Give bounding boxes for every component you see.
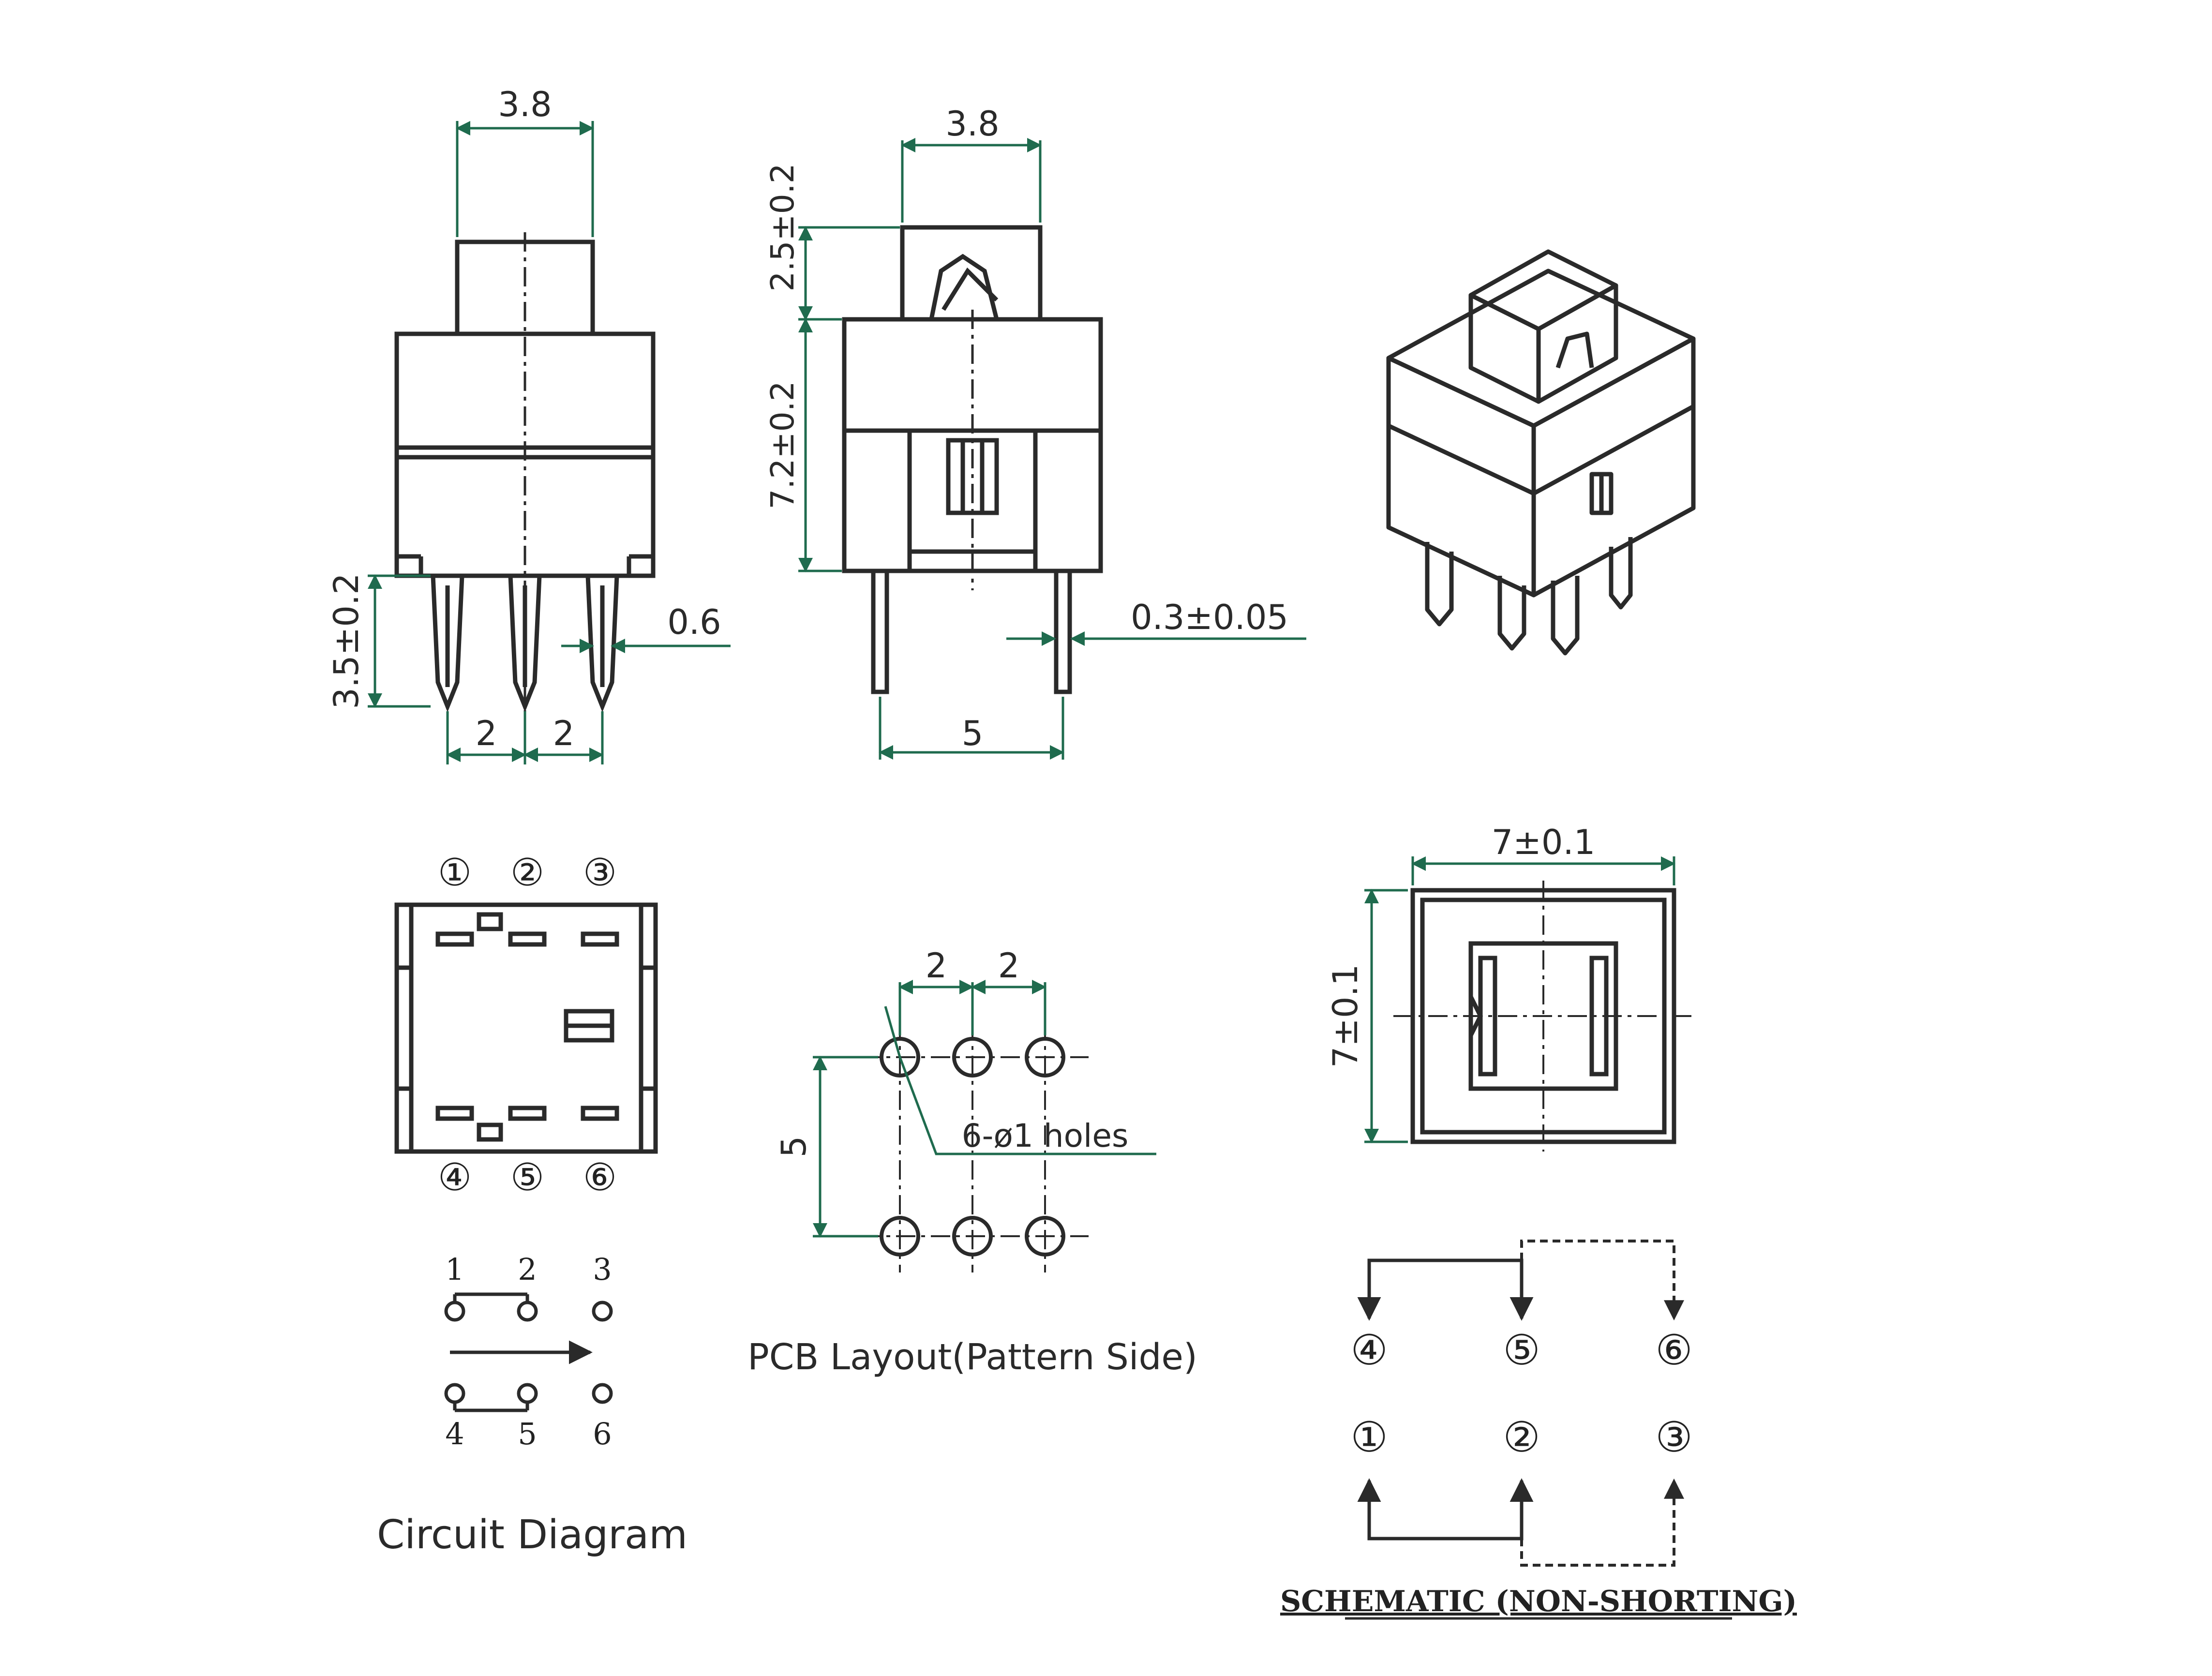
top-view-dim-width: 7±0.1	[1492, 823, 1596, 862]
side-view-dim-pin-width: 0.6	[667, 602, 721, 642]
circuit-symbol	[444, 1292, 613, 1412]
bottom-view-pin-labels: ① ② ③ ④ ⑤ ⑥	[438, 851, 617, 1199]
bottom-pin-3: ③	[583, 851, 617, 895]
isometric-view	[1386, 249, 1696, 656]
circuit-diagram: 1 2 3 4 5 6 Circuit Diagram	[377, 1252, 688, 1558]
pcb-layout-caption: PCB Layout(Pattern Side)	[747, 1336, 1197, 1378]
pcb-holes-label: 6-ø1 holes	[962, 1117, 1129, 1154]
pcb-centerlines	[861, 1021, 1089, 1272]
iso-left-face	[1386, 356, 1536, 598]
side-view-dim-top-width: 3.8	[498, 85, 552, 124]
circuit-num-4: 4	[445, 1416, 464, 1452]
side-view-dim-pitch-right: 2	[553, 714, 575, 753]
pcb-layout: 2 2 5 6-ø1 holes PCB Layout(Pattern Side…	[747, 946, 1197, 1378]
front-view-dim-button-travel: 2.5±0.2	[764, 163, 801, 291]
pcb-dim-pitch-left: 2	[926, 946, 947, 986]
schematic: ④ ⑤ ⑥ ① ② ③ SCHEMATIC (NON-SHORTING)	[1280, 1240, 1797, 1620]
side-view-dim-pin-length: 3.5±0.2	[327, 573, 366, 709]
front-view-dim-body-height: 7.2±0.2	[764, 381, 801, 509]
schematic-pin-6: ⑥	[1655, 1326, 1692, 1375]
front-view-dim-top-width: 3.8	[945, 104, 999, 144]
circuit-num-3: 3	[593, 1252, 612, 1287]
schematic-dashed-links	[1520, 1240, 1684, 1567]
pcb-dimensions	[813, 980, 1156, 1238]
bottom-pin-1: ①	[438, 851, 472, 895]
schematic-caption: SCHEMATIC (NON-SHORTING)	[1280, 1585, 1797, 1618]
front-view-dim-pin-span: 5	[962, 714, 984, 753]
side-view: 3.8 3.5±0.2 0.6 2 2	[327, 85, 731, 764]
schematic-solid-links	[1357, 1258, 1534, 1541]
bottom-pin-4: ④	[438, 1156, 472, 1199]
top-view: 7±0.1 7±0.1	[1326, 823, 1693, 1152]
schematic-pin-2: ②	[1503, 1413, 1540, 1462]
front-view-dim-pin-thickness: 0.3±0.05	[1131, 598, 1288, 637]
top-view-dim-height: 7±0.1	[1326, 964, 1365, 1068]
bottom-pin-2: ②	[510, 851, 544, 895]
side-view-dimensions	[368, 121, 731, 764]
circuit-diagram-caption: Circuit Diagram	[377, 1512, 688, 1558]
circuit-num-2: 2	[518, 1252, 537, 1287]
schematic-pin-5: ⑤	[1503, 1326, 1540, 1375]
circuit-num-6: 6	[593, 1416, 612, 1452]
schematic-pin-4: ④	[1350, 1326, 1388, 1375]
front-view-pins	[871, 569, 1072, 694]
schematic-pin-3: ③	[1655, 1413, 1692, 1462]
bottom-pin-6: ⑥	[583, 1156, 617, 1199]
bottom-pin-5: ⑤	[510, 1156, 544, 1199]
circuit-num-5: 5	[518, 1416, 537, 1452]
pcb-dim-row-spacing: 5	[774, 1136, 814, 1158]
top-view-centerlines	[1393, 881, 1693, 1152]
iso-right-face	[1531, 336, 1696, 598]
schematic-pin-1: ①	[1350, 1413, 1388, 1462]
front-view: 3.8 2.5±0.2 7.2±0.2 0.3±0.05 5	[764, 104, 1306, 760]
pcb-dim-pitch-right: 2	[998, 946, 1020, 986]
side-view-dim-pitch-left: 2	[476, 714, 497, 753]
front-view-dimensions	[798, 138, 1306, 760]
bottom-view: ① ② ③ ④ ⑤ ⑥	[394, 851, 658, 1199]
bottom-view-body	[394, 902, 658, 1154]
circuit-num-1: 1	[445, 1252, 464, 1287]
top-view-dimensions	[1364, 856, 1675, 1143]
